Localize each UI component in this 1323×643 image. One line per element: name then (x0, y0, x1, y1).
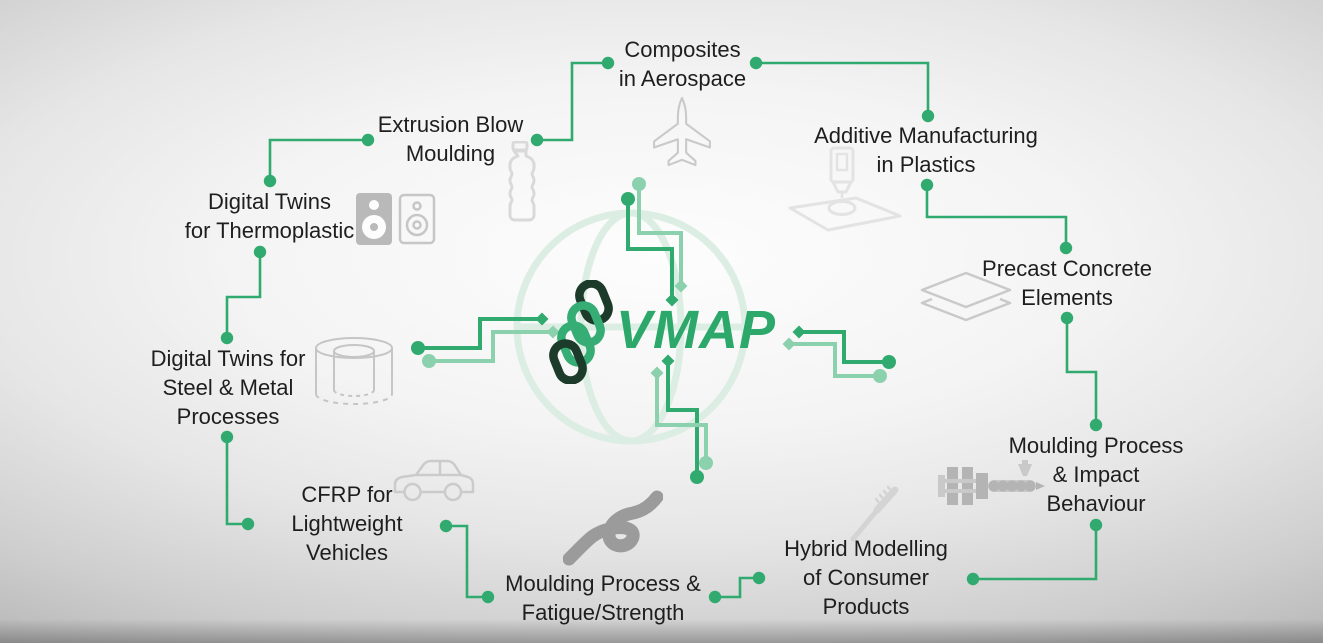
toothbrush-icon (850, 485, 899, 542)
node-label-digital-twins-thermoplastic: Digital Twins for Thermoplastic (184, 189, 355, 243)
node-label-precast-concrete: Precast Concrete Elements (982, 256, 1152, 310)
knot-icon (563, 490, 663, 566)
injection-machine-icon (938, 460, 1045, 505)
node-label-cfrp-lightweight-vehicles: CFRP for Lightweight Vehicles (291, 482, 403, 565)
node-label-moulding-impact: Moulding Process & Impact Behaviour (1008, 433, 1184, 516)
node-label-extrusion-blow-moulding: Extrusion Blow Moulding (377, 112, 524, 166)
node-label-moulding-fatigue: Moulding Process & Fatigue/Strength (505, 571, 701, 625)
cylinder-icon (315, 337, 393, 405)
vmap-logo-text: VMAP (616, 300, 777, 360)
printer-icon (788, 146, 902, 232)
speakers-icon (356, 193, 436, 245)
node-label-hybrid-consumer-products: Hybrid Modelling of Consumer Products (784, 536, 948, 619)
chain-link-icon (549, 280, 613, 384)
node-label-digital-twins-steel: Digital Twins for Steel & Metal Processe… (150, 346, 306, 429)
node-label-additive-manufacturing: Additive Manufacturing in Plastics (814, 123, 1038, 177)
layers-icon (920, 271, 1012, 322)
car-icon (393, 459, 475, 502)
bottle-icon (508, 141, 536, 222)
node-label-composites-aerospace: Composites in Aerospace (618, 37, 747, 91)
floor-shadow (0, 619, 1323, 643)
airplane-icon (653, 96, 711, 167)
